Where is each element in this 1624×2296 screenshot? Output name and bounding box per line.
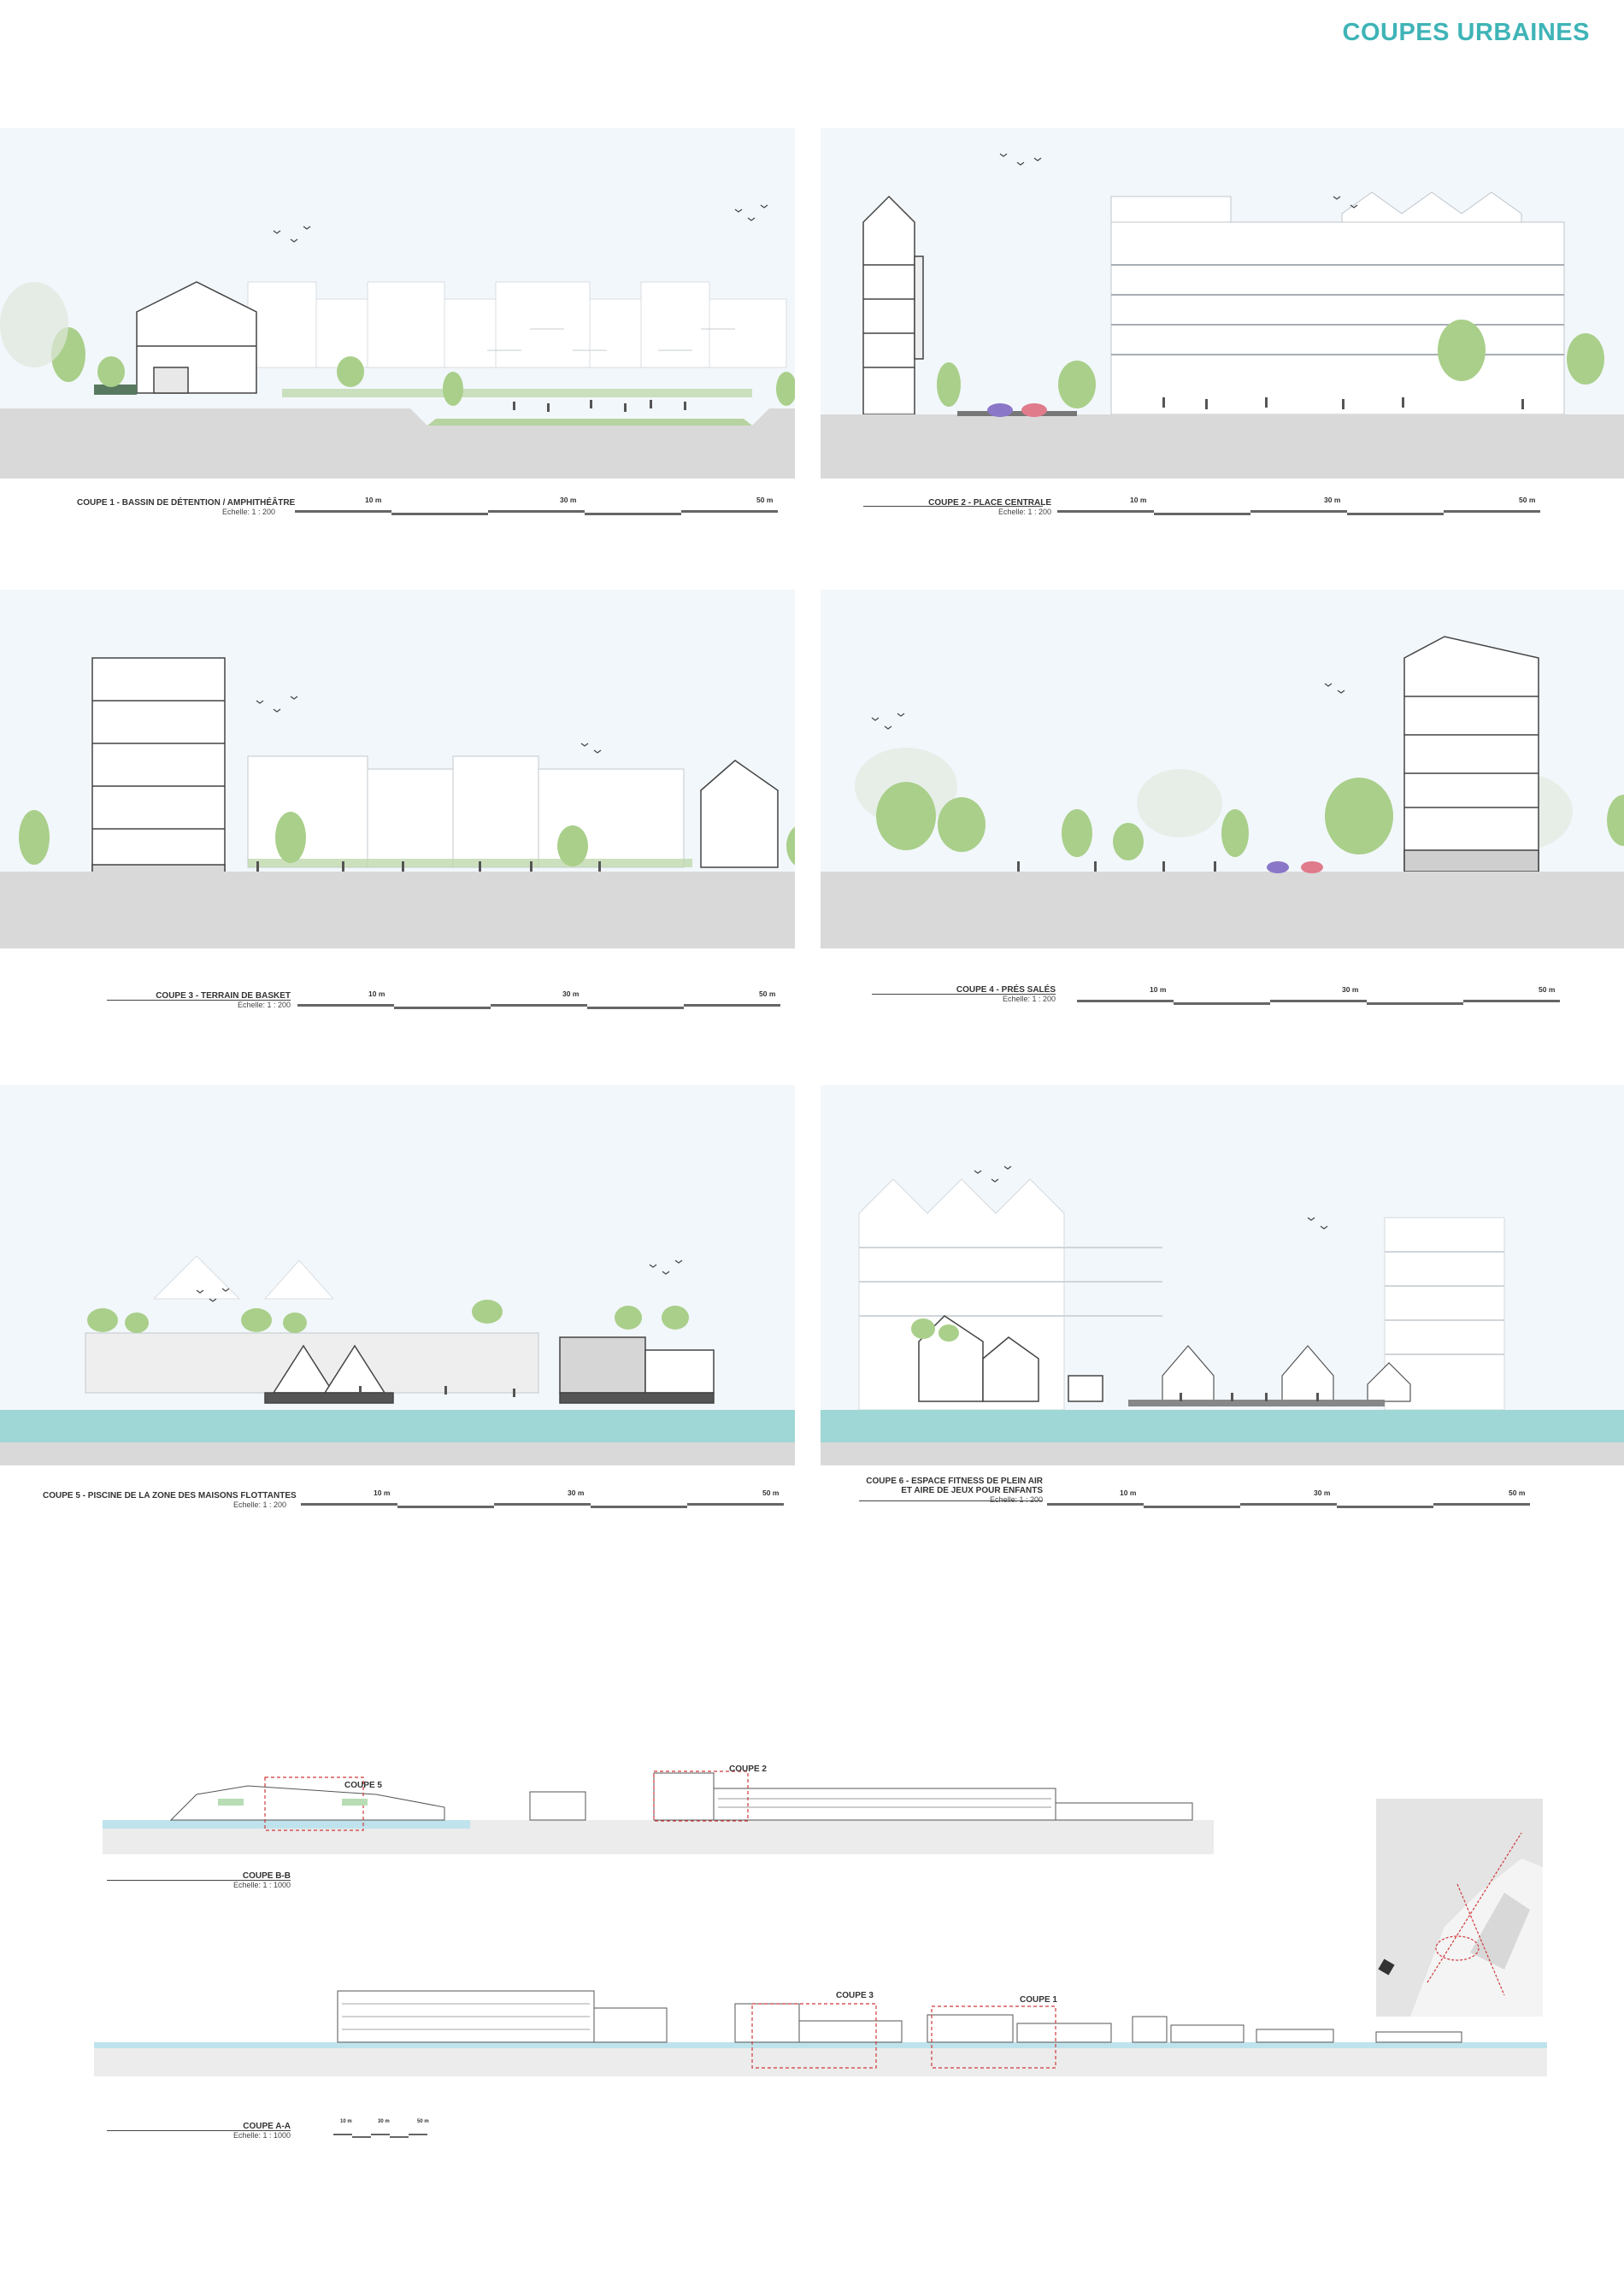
scale-mark: 10 m (365, 496, 382, 504)
coupe3-scalebar: 10 m 30 m 50 m (297, 989, 780, 1012)
coupe5-caption: COUPE 5 - PISCINE DE LA ZONE DES MAISONS… (43, 1491, 297, 1509)
coupe1-caption: COUPE 1 - BASSIN DE DÉTENTION / AMPHITHÉ… (77, 498, 296, 516)
scale-mark: 10 m (1150, 985, 1167, 994)
coupe4-title: COUPE 4 - PRÉS SALÉS (956, 985, 1056, 995)
coupe2-title: COUPE 2 - PLACE CENTRALE (928, 498, 1051, 508)
coupe4-scale: Echelle: 1 : 200 (1002, 995, 1056, 1003)
coupe-bb-scale: Echelle: 1 : 1000 (232, 1881, 291, 1889)
callout-label: COUPE 5 (344, 1781, 382, 1790)
coupe4-caption: COUPE 4 - PRÉS SALÉS Echelle: 1 : 200 (872, 985, 1056, 1003)
scale-mark: 10 m (1120, 1489, 1137, 1497)
coupe3-caption-line (107, 1000, 291, 1001)
coupe-aa-callout-3: COUPE 3 (825, 1991, 885, 2000)
scale-mark: 10 m (340, 2119, 352, 2124)
page-title: COUPES URBAINES (1342, 19, 1590, 46)
callout-label: COUPE 2 (729, 1765, 767, 1774)
coupe-aa-callout-1: COUPE 1 (1009, 1995, 1068, 2005)
coupe-bb-caption-line (107, 1880, 291, 1881)
coupe4-scalebar: 10 m 30 m 50 m (1077, 985, 1560, 1007)
coupe5-drawing (0, 1085, 795, 1465)
coupe6-title-line1: COUPE 6 - ESPACE FITNESS DE PLEIN AIR (866, 1477, 1043, 1486)
coupe2-caption-line (863, 506, 1043, 507)
coupe3-drawing (0, 590, 795, 948)
coupe2-drawing (821, 128, 1624, 479)
coupe-aa-caption-line (107, 2130, 291, 2131)
scale-mark: 30 m (560, 496, 577, 504)
coupe-aa-caption: COUPE A-A Echelle: 1 : 1000 (107, 2122, 291, 2140)
coupe6-title-line2: ET AIRE DE JEUX POUR ENFANTS (901, 1486, 1043, 1495)
scale-mark: 50 m (759, 989, 776, 998)
coupe2-scale: Echelle: 1 : 200 (997, 508, 1051, 516)
scale-mark: 50 m (756, 496, 774, 504)
coupe1-scale: Echelle: 1 : 200 (221, 508, 275, 516)
scale-mark: 30 m (568, 1489, 585, 1497)
scale-mark: 10 m (374, 1489, 391, 1497)
coupe4-caption-line (872, 994, 1056, 995)
coupe4-drawing (821, 590, 1624, 948)
coupe-bb-callout-5: COUPE 5 (333, 1781, 393, 1790)
coupe6-caption-line (859, 1500, 1043, 1501)
key-plan (1376, 1799, 1543, 2017)
scale-mark: 50 m (417, 2119, 429, 2124)
coupe5-scale: Echelle: 1 : 200 (232, 1500, 286, 1509)
coupe3-caption: COUPE 3 - TERRAIN DE BASKET Echelle: 1 :… (107, 991, 291, 1009)
scale-mark: 50 m (1509, 1489, 1526, 1497)
scale-mark: 30 m (1314, 1489, 1331, 1497)
scale-mark: 10 m (368, 989, 385, 998)
coupe6-scalebar: 10 m 30 m 50 m (1047, 1489, 1530, 1511)
coupe-aa-scalebar: 10 m 30 m 50 m (333, 2119, 429, 2141)
coupe6-scale: Echelle: 1 : 200 (989, 1495, 1043, 1504)
coupe5-title: COUPE 5 - PISCINE DE LA ZONE DES MAISONS… (43, 1491, 297, 1500)
scale-mark: 50 m (1539, 985, 1556, 994)
callout-label: COUPE 1 (1020, 1995, 1057, 2005)
coupe6-caption: COUPE 6 - ESPACE FITNESS DE PLEIN AIR ET… (859, 1477, 1043, 1504)
coupe-bb-callout-2: COUPE 2 (718, 1765, 778, 1774)
coupe-bb-title: COUPE B-B (242, 1871, 291, 1881)
callout-label: COUPE 3 (836, 1991, 874, 2000)
scale-mark: 30 m (1324, 496, 1341, 504)
coupe3-scale: Echelle: 1 : 200 (237, 1001, 291, 1009)
scale-mark: 30 m (562, 989, 580, 998)
coupe-bb-caption: COUPE B-B Echelle: 1 : 1000 (107, 1871, 291, 1889)
coupe1-title: COUPE 1 - BASSIN DE DÉTENTION / AMPHITHÉ… (77, 498, 296, 508)
coupe-aa-scale: Echelle: 1 : 1000 (232, 2131, 291, 2140)
coupe-aa-title: COUPE A-A (243, 2122, 291, 2131)
coupe2-scalebar: 10 m 30 m 50 m (1057, 496, 1540, 518)
coupe6-drawing (821, 1085, 1624, 1465)
scale-mark: 50 m (762, 1489, 780, 1497)
scale-mark: 50 m (1519, 496, 1536, 504)
scale-mark: 10 m (1130, 496, 1147, 504)
scale-mark: 30 m (378, 2119, 390, 2124)
coupe5-scalebar: 10 m 30 m 50 m (301, 1489, 784, 1511)
coupe3-title: COUPE 3 - TERRAIN DE BASKET (156, 991, 291, 1001)
coupe-aa-drawing (94, 1940, 1547, 2076)
coupe1-scalebar: 10 m 30 m 50 m (295, 496, 778, 518)
coupe-bb-drawing (103, 1756, 1214, 1854)
coupe1-drawing (0, 128, 795, 479)
coupe2-caption: COUPE 2 - PLACE CENTRALE Echelle: 1 : 20… (863, 498, 1051, 516)
scale-mark: 30 m (1342, 985, 1359, 994)
